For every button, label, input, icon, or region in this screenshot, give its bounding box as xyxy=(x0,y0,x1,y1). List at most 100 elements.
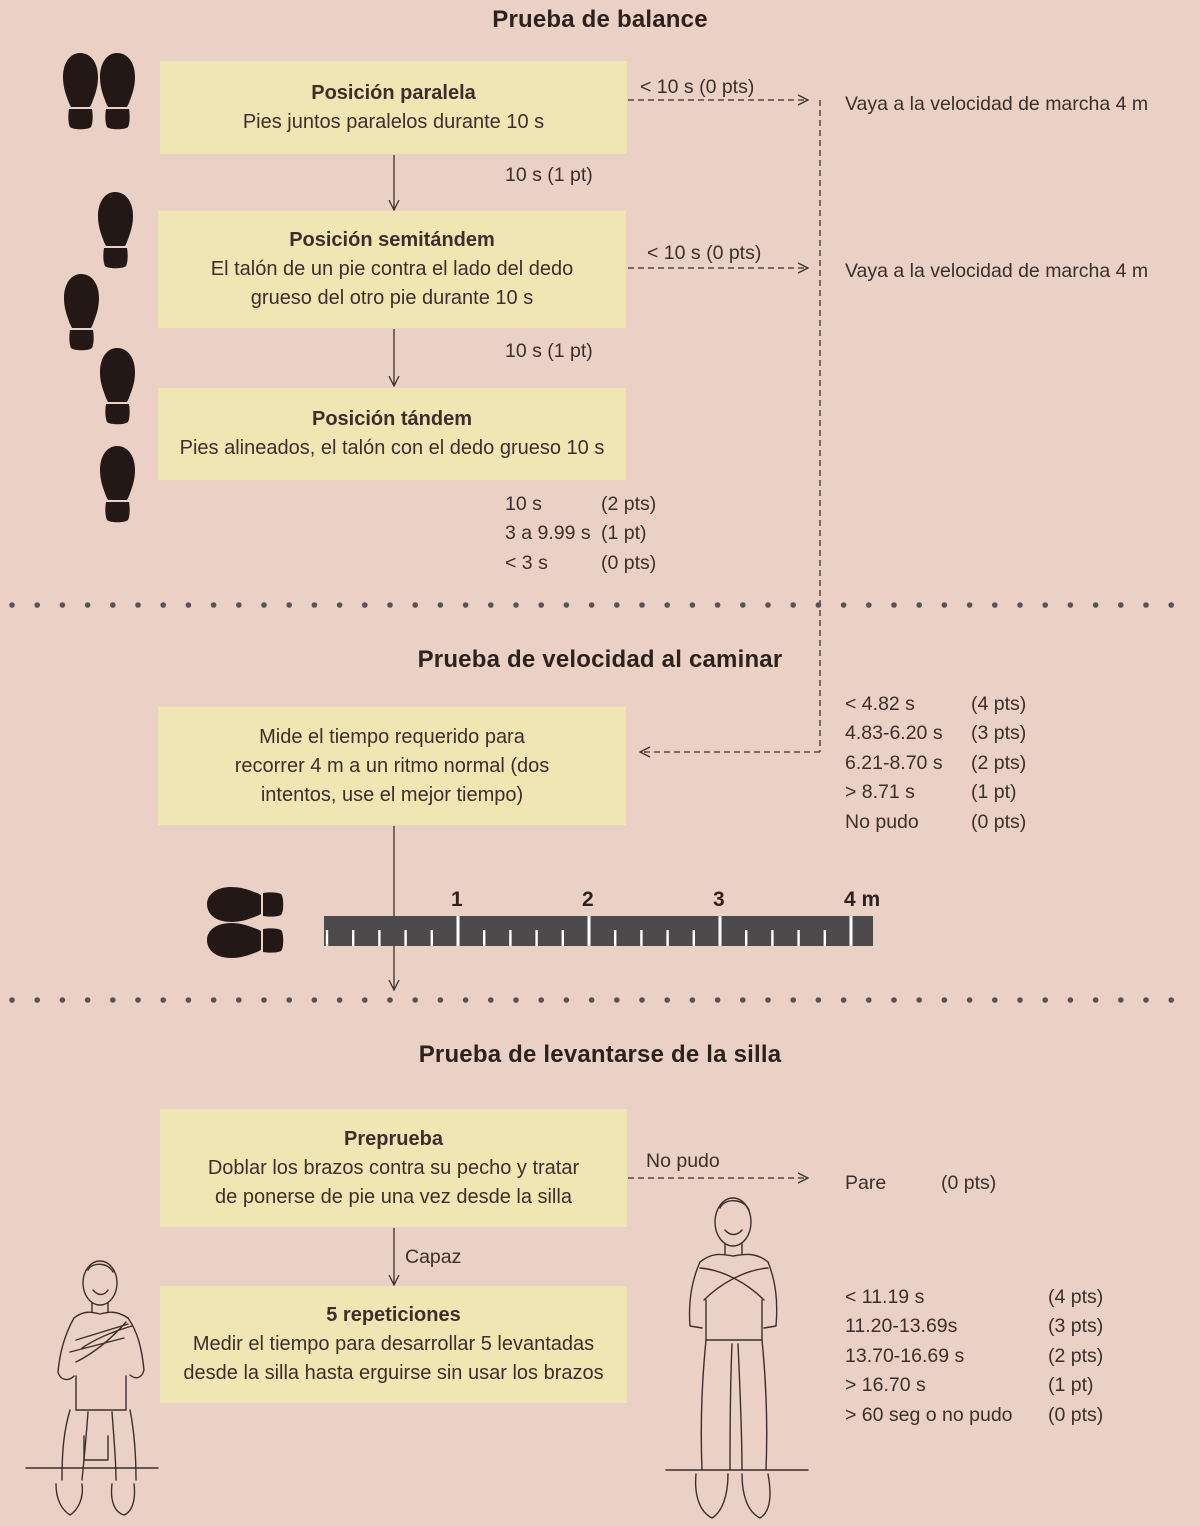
ruler-major-tick xyxy=(587,916,591,946)
divider-dot xyxy=(992,602,998,608)
chair-score-table: < 11.19 s (4 pts) 11.20-13.69s (3 pts) 13.… xyxy=(845,1283,1103,1430)
score-row: < 3 s(0 pts) xyxy=(505,549,656,578)
able-label: Capaz xyxy=(405,1246,462,1268)
divider-dot xyxy=(110,997,116,1003)
divider-dot xyxy=(614,997,620,1003)
pretest-heading: Preprueba xyxy=(344,1127,443,1150)
score-time: 4.83-6.20 s xyxy=(845,722,943,745)
divider-dot xyxy=(1042,602,1048,608)
divider-dot xyxy=(437,602,444,608)
divider-dot xyxy=(765,602,771,608)
ruler-minor-tick xyxy=(745,930,748,946)
score-time: < 11.19 s xyxy=(845,1286,925,1308)
parallel-position-heading: Posición paralela xyxy=(311,81,476,104)
walking-feet-icon xyxy=(207,887,284,958)
divider-dot xyxy=(916,997,922,1003)
divider-dot xyxy=(1042,997,1048,1003)
standing-man-illustration xyxy=(665,1197,809,1519)
divider-dot xyxy=(714,997,721,1003)
divider-dot xyxy=(387,602,393,608)
divider-dot xyxy=(236,602,242,608)
divider-dot xyxy=(210,997,217,1003)
divider-dot xyxy=(1118,997,1124,1003)
divider-dot xyxy=(714,602,721,608)
score-time: 10 s xyxy=(505,493,542,515)
ruler-label-2m: 2 xyxy=(582,888,594,911)
ruler-minor-tick xyxy=(430,930,433,946)
divider-dot xyxy=(185,602,192,608)
divider-dot xyxy=(588,997,595,1003)
divider-dot xyxy=(9,997,15,1003)
divider-dot xyxy=(966,997,973,1003)
score-time: > 8.71 s xyxy=(845,781,915,804)
divider-dot xyxy=(1067,602,1074,608)
section-divider xyxy=(9,602,1174,608)
score-time: No pudo xyxy=(845,810,919,833)
goto-gait-label-1: Vaya a la velocidad de marcha 4 m xyxy=(845,93,1149,115)
divider-dot xyxy=(9,602,15,608)
score-points: (3 pts) xyxy=(1048,1315,1104,1338)
score-points: (1 pt) xyxy=(1048,1374,1094,1397)
divider-dot xyxy=(639,602,645,608)
divider-dot xyxy=(488,997,494,1003)
score-time: < 3 s xyxy=(505,551,548,574)
ruler-minor-tick xyxy=(561,930,564,946)
parallel-pass-label: 10 s (1 pt) xyxy=(505,164,593,186)
divider-dot xyxy=(563,602,570,608)
divider-dot xyxy=(311,602,318,608)
five-reps-box: 5 repeticiones Medir el tiempo para desa… xyxy=(160,1286,627,1403)
divider-dot xyxy=(815,997,822,1003)
score-row: 13.70-16.69 s(2 pts) xyxy=(845,1342,1103,1371)
stop-label: Pare xyxy=(845,1172,887,1194)
score-row: 6.21-8.70 s(2 pts) xyxy=(845,749,1026,778)
divider-dot xyxy=(689,602,696,608)
ruler-major-tick xyxy=(718,916,722,946)
parallel-position-box: Posición paralela Pies juntos paralelos … xyxy=(160,61,627,154)
ruler-minor-tick xyxy=(823,930,826,946)
score-points: (4 pts) xyxy=(971,693,1027,715)
divider-dot xyxy=(110,602,116,608)
divider-dot xyxy=(866,602,872,608)
divider-dot xyxy=(1092,602,1099,608)
semitandem-position-heading: Posición semitándem xyxy=(289,229,495,251)
divider-dot xyxy=(135,602,141,608)
score-time: 11.20-13.69s xyxy=(845,1315,958,1338)
divider-dot xyxy=(412,602,419,608)
score-row: 4.83-6.20 s (3 pts) xyxy=(845,719,1026,748)
divider-dot xyxy=(286,602,293,608)
divider-dot xyxy=(336,602,343,608)
ruler-minor-tick xyxy=(692,930,695,946)
divider-dot xyxy=(941,602,948,608)
ruler-minor-tick xyxy=(771,930,774,946)
divider-dot xyxy=(1118,602,1124,608)
ruler-minor-tick xyxy=(509,930,512,946)
ruler-major-tick xyxy=(456,916,460,946)
divider-dot xyxy=(538,602,544,608)
divider-dot xyxy=(790,602,796,608)
score-points: (0 pts) xyxy=(1048,1403,1104,1426)
score-points: (3 pts) xyxy=(971,722,1027,745)
divider-dot xyxy=(992,997,998,1003)
divider-dot xyxy=(966,602,973,608)
score-row: < 11.19 s (4 pts) xyxy=(845,1283,1103,1312)
ruler-minor-tick xyxy=(535,930,538,946)
divider-dot xyxy=(916,602,922,608)
tandem-position-box: Posición tándem Pies alineados, el talón… xyxy=(158,388,626,480)
ruler-label-4m: 4 m xyxy=(844,888,881,911)
divider-dot xyxy=(387,997,393,1003)
divider-dot xyxy=(1143,997,1149,1003)
divider-dot xyxy=(513,602,519,608)
score-points: (4 pts) xyxy=(1048,1286,1104,1308)
parallel-fail-label: < 10 s (0 pts) xyxy=(640,76,755,98)
divider-dot xyxy=(1017,997,1023,1003)
divider-dot xyxy=(34,602,40,608)
divider-dot xyxy=(840,997,847,1003)
tandem-feet-icon xyxy=(100,348,135,523)
score-row: > 60 seg o no pudo(0 pts) xyxy=(845,1401,1103,1430)
ruler-label-3m: 3 xyxy=(713,888,725,911)
ruler-minor-tick xyxy=(666,930,669,946)
divider-dot xyxy=(1067,997,1074,1003)
score-row: > 8.71 s(1 pt) xyxy=(845,778,1026,807)
divider-dot xyxy=(866,997,872,1003)
